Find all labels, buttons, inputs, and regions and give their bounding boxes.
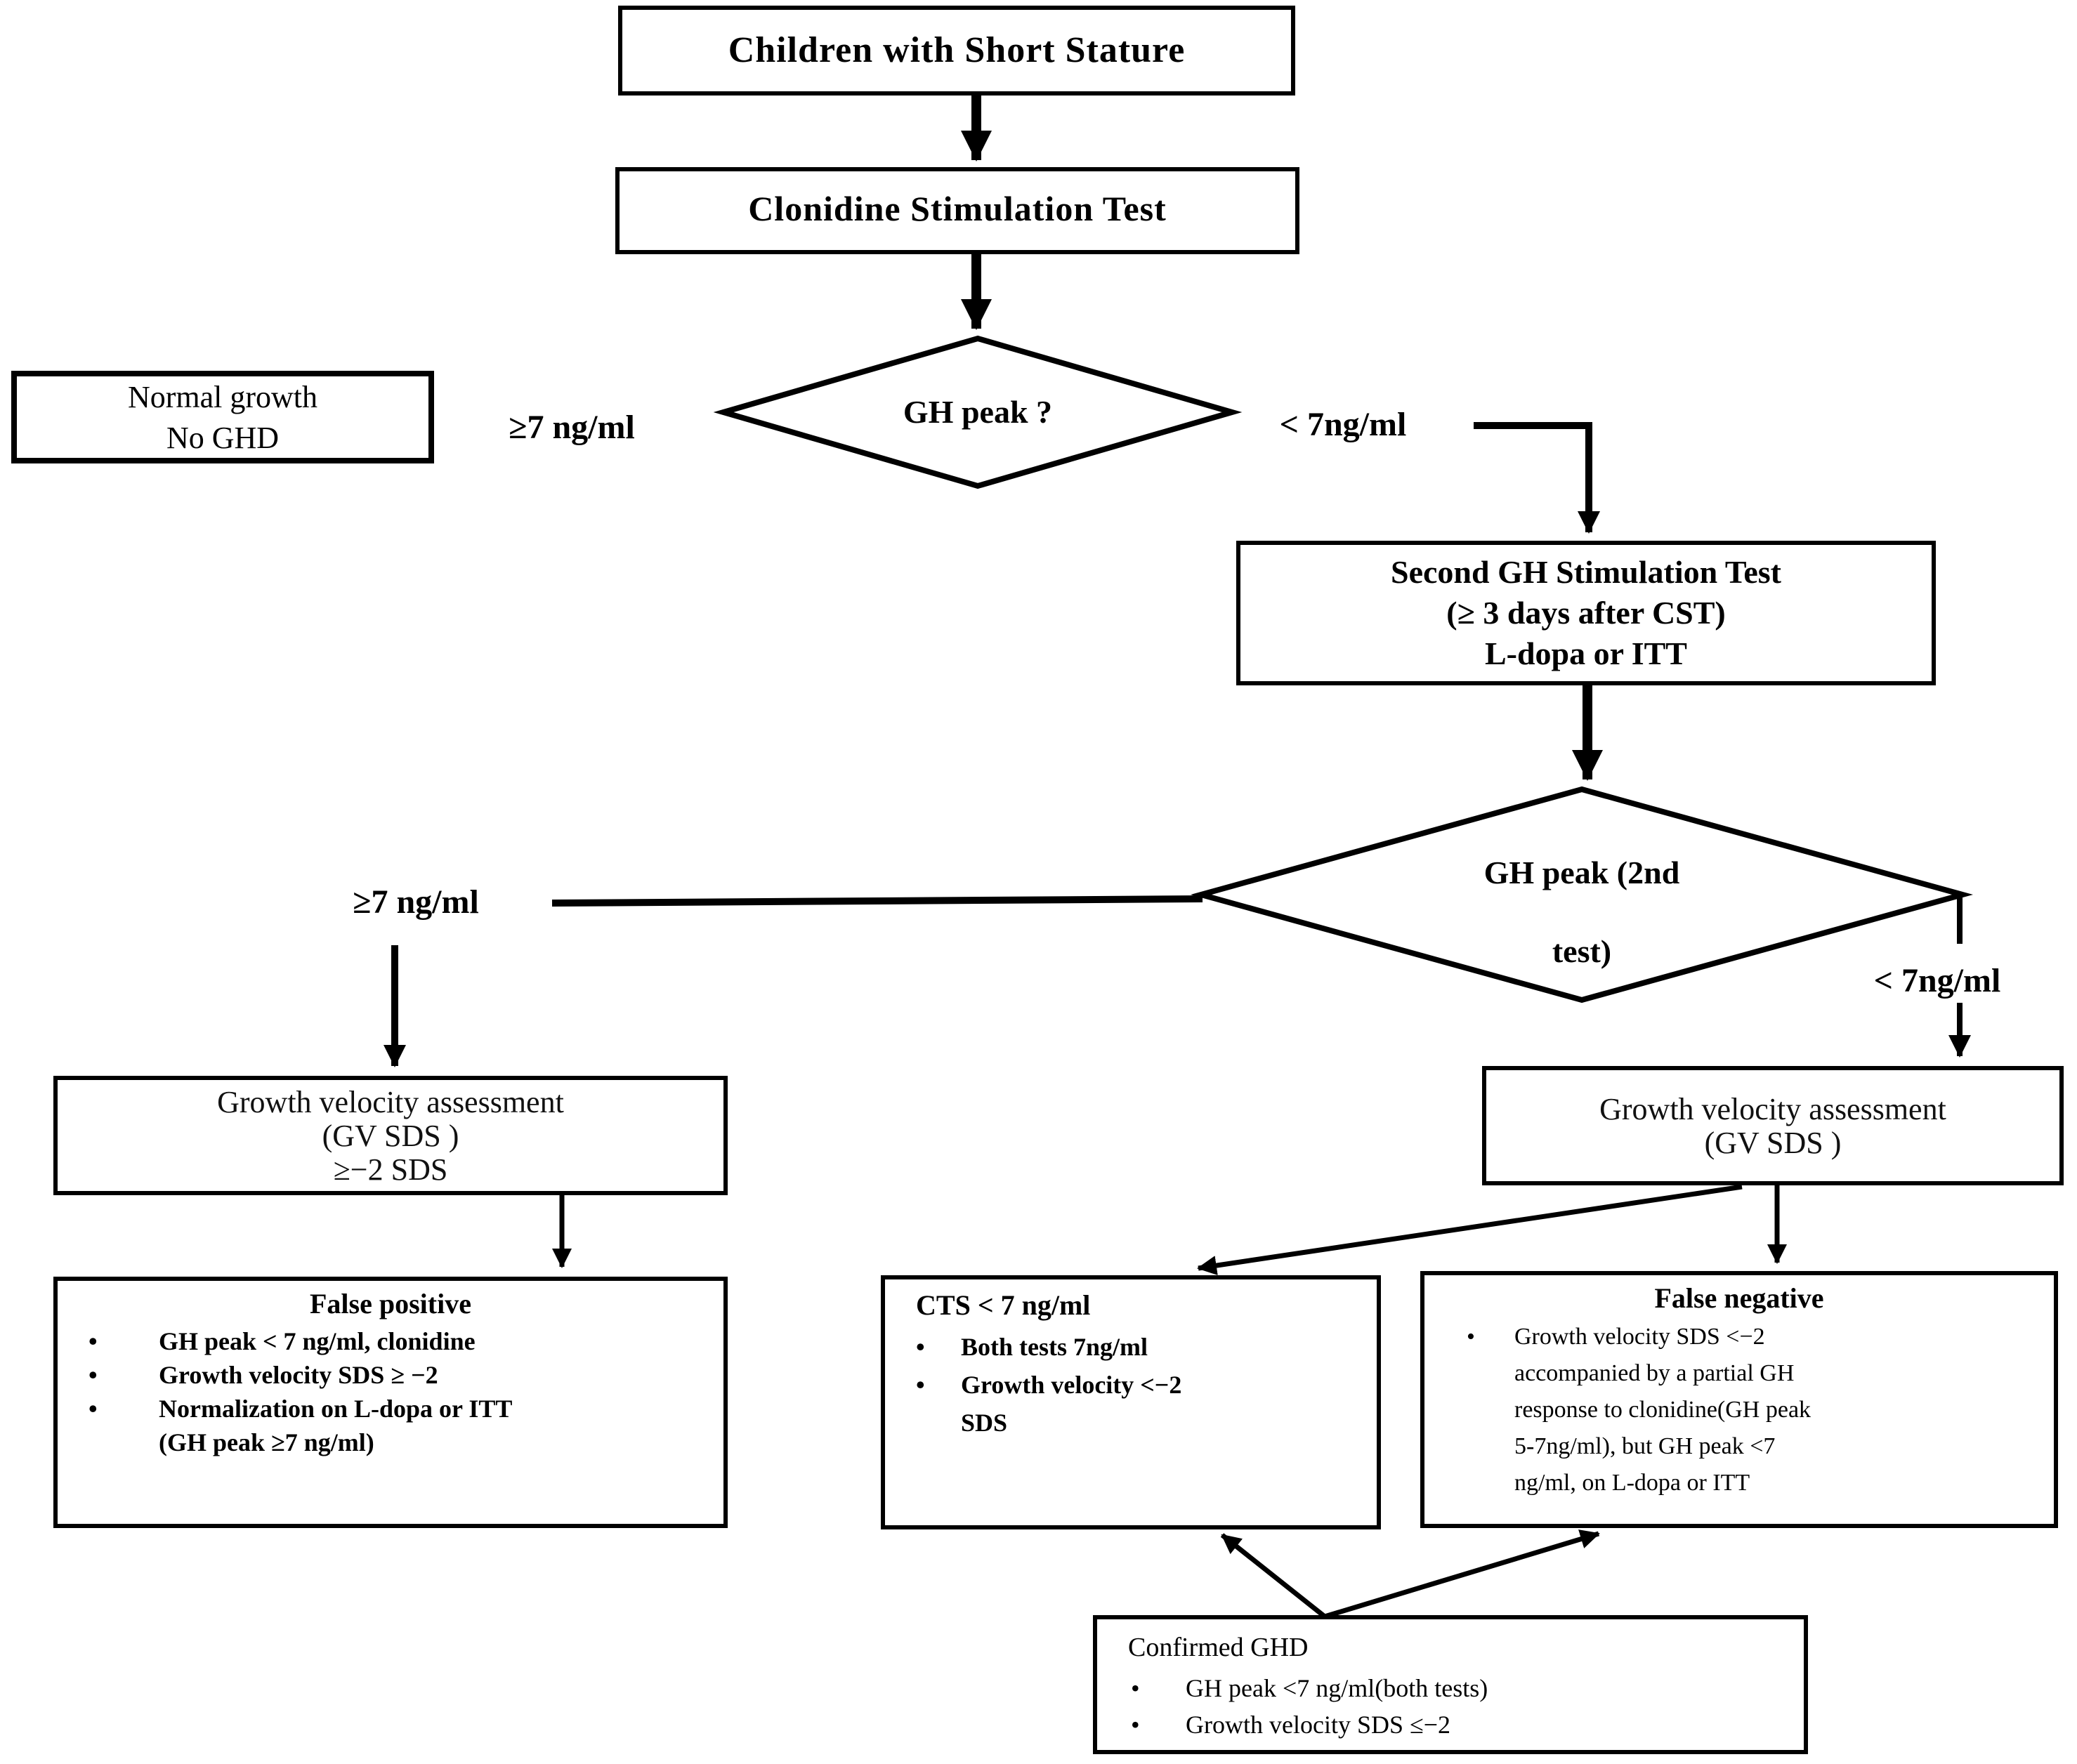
edge-label-first-ge7: ≥7 ng/ml <box>509 410 635 447</box>
arrow-gvright-to-cts <box>1197 1184 1743 1275</box>
node-line-2: (≥ 3 days after CST) <box>1446 595 1726 631</box>
node-clonidine-stimulation-test: Clonidine Stimulation Test <box>615 167 1299 254</box>
node-growth-velocity-right: Growth velocity assessment (GV SDS ) <box>1482 1066 2064 1185</box>
node-label: Children with Short Stature <box>728 29 1186 70</box>
decision-line-1: GH peak (2nd <box>1483 855 1680 890</box>
edge-label-first-lt7: < 7ng/ml <box>1279 407 1407 444</box>
node-line-2: (GV SDS ) <box>1704 1124 1842 1159</box>
node-title: CTS < 7 ng/ml <box>916 1291 1091 1322</box>
bullet-item: Both tests 7ng/ml <box>885 1329 1377 1367</box>
decision-line-2: test) <box>1552 934 1612 969</box>
elbow-lt7-to-secondtest <box>1474 422 1600 534</box>
node-title: False negative <box>1654 1284 1824 1315</box>
bullet-item: Growth velocity SDS <−2 accompanied by a… <box>1424 1319 2054 1501</box>
node-title: Confirmed GHD <box>1128 1633 1309 1663</box>
node-normal-growth: Normal growth No GHD <box>11 371 434 463</box>
node-line-2: No GHD <box>166 420 280 455</box>
node-line-1: Growth velocity assessment <box>1599 1091 1946 1126</box>
node-cts-lt7: CTS < 7 ng/ml Both tests 7ng/ml Growth v… <box>881 1275 1381 1529</box>
node-false-positive: False positive GH peak < 7 ng/ml, clonid… <box>53 1277 728 1528</box>
node-second-gh-stimulation-test: Second GH Stimulation Test (≥ 3 days aft… <box>1236 541 1936 685</box>
bullet-list: GH peak < 7 ng/ml, clonidine Growth velo… <box>58 1324 723 1459</box>
bullet-list: Growth velocity SDS <−2 accompanied by a… <box>1424 1319 2054 1501</box>
arrow-confirmed-to-falsenegative <box>1323 1529 1600 1619</box>
node-line-3: ≥−2 SDS <box>333 1151 448 1186</box>
node-title: False positive <box>310 1289 471 1320</box>
node-line-2: (GV SDS ) <box>322 1117 459 1152</box>
node-false-negative: False negative Growth velocity SDS <−2 a… <box>1420 1271 2058 1528</box>
node-children-short-stature: Children with Short Stature <box>618 6 1295 96</box>
arrow-confirmed-to-cts <box>1220 1533 1327 1619</box>
bullet-item: Growth velocity SDS ≥ −2 <box>58 1358 723 1392</box>
node-label: Clonidine Stimulation Test <box>748 191 1167 229</box>
node-line-1: Normal growth <box>127 379 318 414</box>
bullet-list: GH peak <7 ng/ml(both tests) Growth velo… <box>1097 1670 1804 1743</box>
node-line-1: Growth velocity assessment <box>217 1084 564 1119</box>
node-confirmed-ghd: Confirmed GHD GH peak <7 ng/ml(both test… <box>1093 1615 1808 1754</box>
bullet-item: Growth velocity <−2 SDS <box>885 1367 1377 1442</box>
edge-label-second-lt7: < 7ng/ml <box>1873 963 2001 1000</box>
bullet-list: Both tests 7ng/ml Growth velocity <−2 SD… <box>885 1329 1377 1442</box>
line-ghpeak2-left-branch <box>551 895 1203 907</box>
bullet-item: GH peak < 7 ng/ml, clonidine <box>58 1324 723 1358</box>
node-growth-velocity-left: Growth velocity assessment (GV SDS ) ≥−2… <box>53 1076 728 1195</box>
bullet-item: Normalization on L-dopa or ITT (GH peak … <box>58 1392 723 1459</box>
bullet-item: Growth velocity SDS ≤−2 <box>1097 1706 1804 1743</box>
node-line-3: L-dopa or ITT <box>1484 636 1687 671</box>
bullet-item: GH peak <7 ng/ml(both tests) <box>1097 1670 1804 1706</box>
node-line-1: Second GH Stimulation Test <box>1391 555 1781 590</box>
decision-gh-peak-2-label: GH peak (2nd test) <box>1441 854 1722 972</box>
decision-gh-peak-1-label: GH peak ? <box>903 395 1053 430</box>
edge-label-second-ge7: ≥7 ng/ml <box>353 885 479 921</box>
